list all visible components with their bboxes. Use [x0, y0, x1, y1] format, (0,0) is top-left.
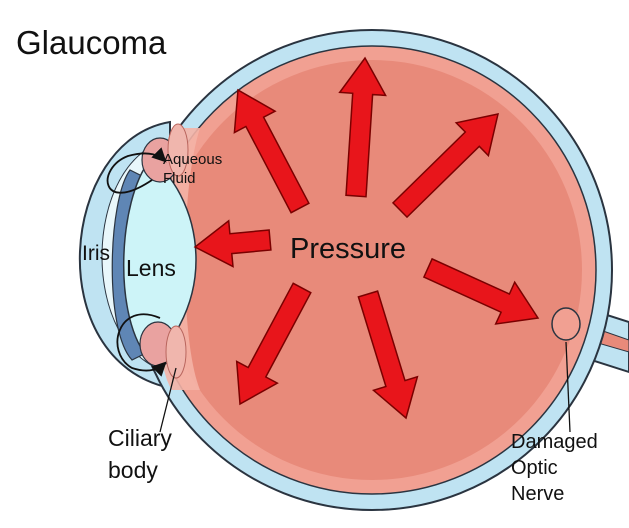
pressure-arrow-icon: [233, 88, 310, 214]
optic-nerve-leader: [565, 341, 571, 433]
pressure-arrow-icon: [422, 257, 540, 325]
damaged-optic-nerve-label: Damaged Optic Nerve: [511, 431, 603, 505]
optic-disc: [551, 307, 581, 341]
ciliary-body-top: [141, 123, 189, 183]
lens-label: Lens: [126, 255, 176, 281]
pressure-label: Pressure: [290, 233, 406, 265]
page-title: Glaucoma: [16, 24, 167, 61]
pressure-arrows: [193, 56, 540, 420]
ciliary-body-leader: [159, 367, 177, 433]
ciliary-body-label: Ciliary body: [108, 425, 178, 483]
ciliary-body-bottom: [139, 321, 187, 379]
pressure-arrow-icon: [235, 282, 312, 406]
pressure-arrow-icon: [338, 56, 387, 198]
circulation-arrow-icon: [116, 313, 167, 377]
vitreous-body: [162, 60, 582, 480]
iris-label: Iris: [82, 242, 110, 265]
aqueous-fluid-label: Aqueous Fluid: [163, 151, 226, 187]
pressure-arrow-icon: [391, 113, 499, 219]
pressure-arrow-icon: [193, 219, 272, 268]
circulation-arrow-icon: [106, 147, 167, 194]
pressure-arrow-icon: [357, 290, 419, 420]
